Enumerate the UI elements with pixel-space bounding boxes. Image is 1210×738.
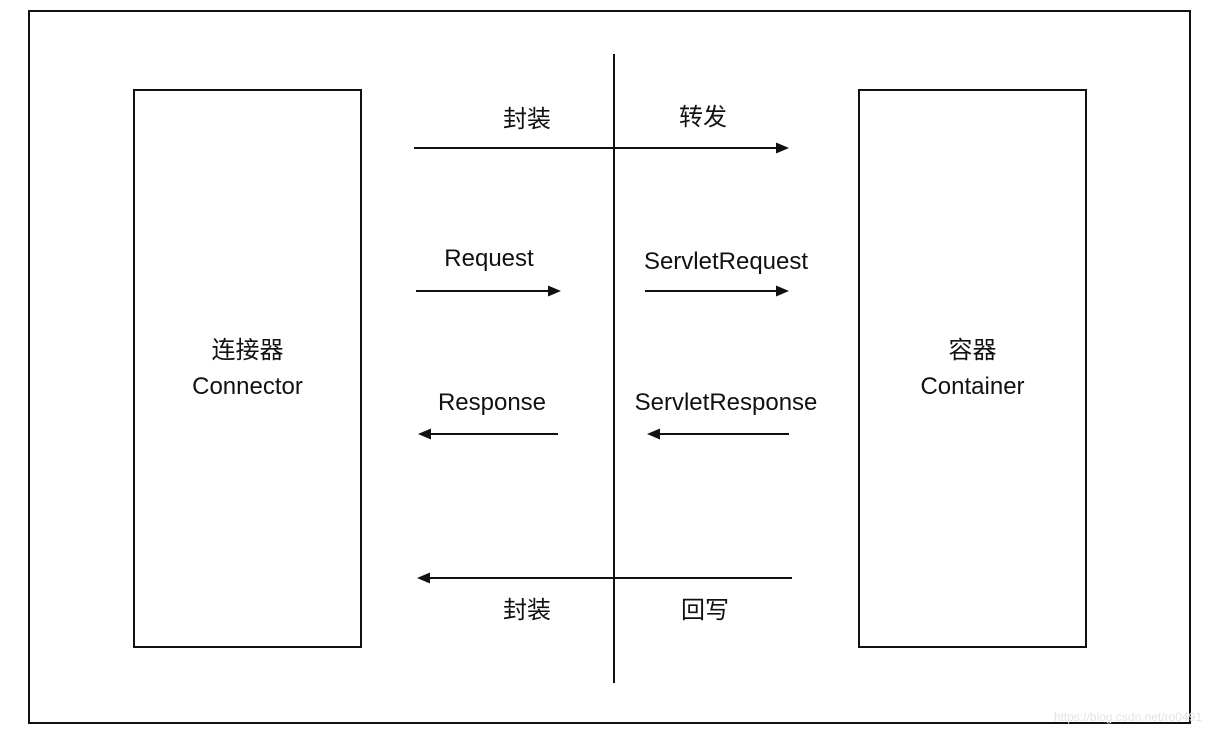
forward-arrow-top	[414, 142, 789, 154]
return-arrow-bottom	[417, 572, 792, 584]
diagram-frame	[28, 10, 1191, 724]
label-servlet-request: ServletRequest	[643, 248, 809, 275]
label-encapsulate-top: 封装	[503, 106, 551, 133]
request-arrow	[416, 285, 561, 297]
response-arrow	[418, 428, 558, 440]
label-request: Request	[444, 245, 534, 272]
container-label-cn: 容器	[948, 336, 997, 364]
servlet-response-arrow	[647, 428, 789, 440]
label-encapsulate-bottom: 封装	[503, 597, 551, 624]
connector-label-en: Connector	[192, 372, 303, 400]
label-servlet-response: ServletResponse	[634, 389, 818, 416]
container-box: 容器 Container	[858, 89, 1087, 648]
label-response: Response	[437, 389, 547, 416]
container-label-en: Container	[920, 372, 1025, 400]
watermark-text: https://blog.csdn.net/ro0491	[1053, 710, 1202, 724]
connector-box: 连接器 Connector	[133, 89, 362, 648]
connector-label-cn: 连接器	[211, 336, 284, 364]
servlet-request-arrow	[645, 285, 789, 297]
label-forward: 转发	[679, 104, 727, 131]
label-write-back: 回写	[681, 597, 729, 624]
